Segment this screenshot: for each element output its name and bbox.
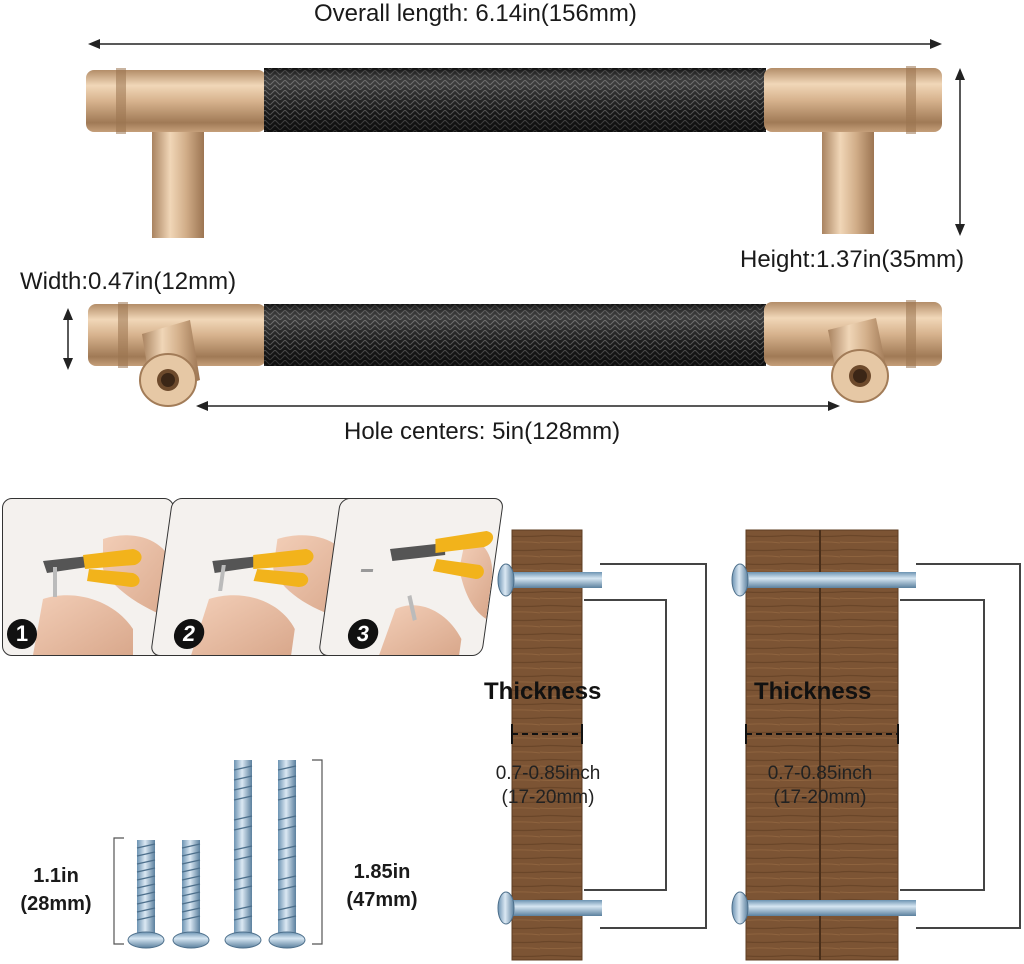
step-number-badge: 1 — [7, 619, 37, 649]
install-diagram-double — [731, 529, 1021, 961]
screws-illustration — [113, 759, 323, 949]
long-screw-label: 1.85in (47mm) — [332, 858, 432, 914]
short-screw-inch: 1.1in — [33, 865, 79, 887]
thickness-mm-1: (17-20mm) — [501, 787, 595, 808]
step-panel-3: 3 — [318, 498, 505, 656]
pliers-step-1-illustration — [33, 535, 173, 655]
long-screw-mm: (47mm) — [346, 889, 418, 911]
pliers-step-3-illustration — [360, 531, 494, 655]
thickness-inch-2: 0.7-0.85inch — [767, 763, 873, 784]
install-diagram-single — [497, 529, 707, 961]
long-screw-inch: 1.85in — [353, 861, 411, 883]
thickness-inch-1: 0.7-0.85inch — [495, 763, 601, 784]
overall-length-arrow — [88, 39, 942, 49]
hole-centers-label: Hole centers: 5in(128mm) — [344, 418, 621, 445]
thickness-mm-2: (17-20mm) — [773, 787, 867, 808]
thickness-range-2: 0.7-0.85inch (17-20mm) — [750, 762, 890, 810]
height-label: Height:1.37in(35mm) — [740, 246, 965, 273]
handle-bottom-view — [88, 300, 942, 407]
thickness-title-1: Thickness — [484, 678, 602, 705]
hole-centers-arrow — [196, 401, 840, 411]
thickness-title-2: Thickness — [754, 678, 872, 705]
step-panel-1: 1 — [2, 498, 174, 656]
short-screw-mm: (28mm) — [20, 893, 92, 915]
width-label: Width:0.47in(12mm) — [20, 268, 237, 295]
thickness-range-1: 0.7-0.85inch (17-20mm) — [478, 762, 618, 810]
width-arrow — [63, 308, 73, 370]
overall-length-label: Overall length: 6.14in(156mm) — [314, 0, 637, 27]
height-arrow — [955, 68, 965, 236]
handle-side-view — [86, 66, 942, 238]
short-screw-label: 1.1in (28mm) — [6, 862, 106, 918]
